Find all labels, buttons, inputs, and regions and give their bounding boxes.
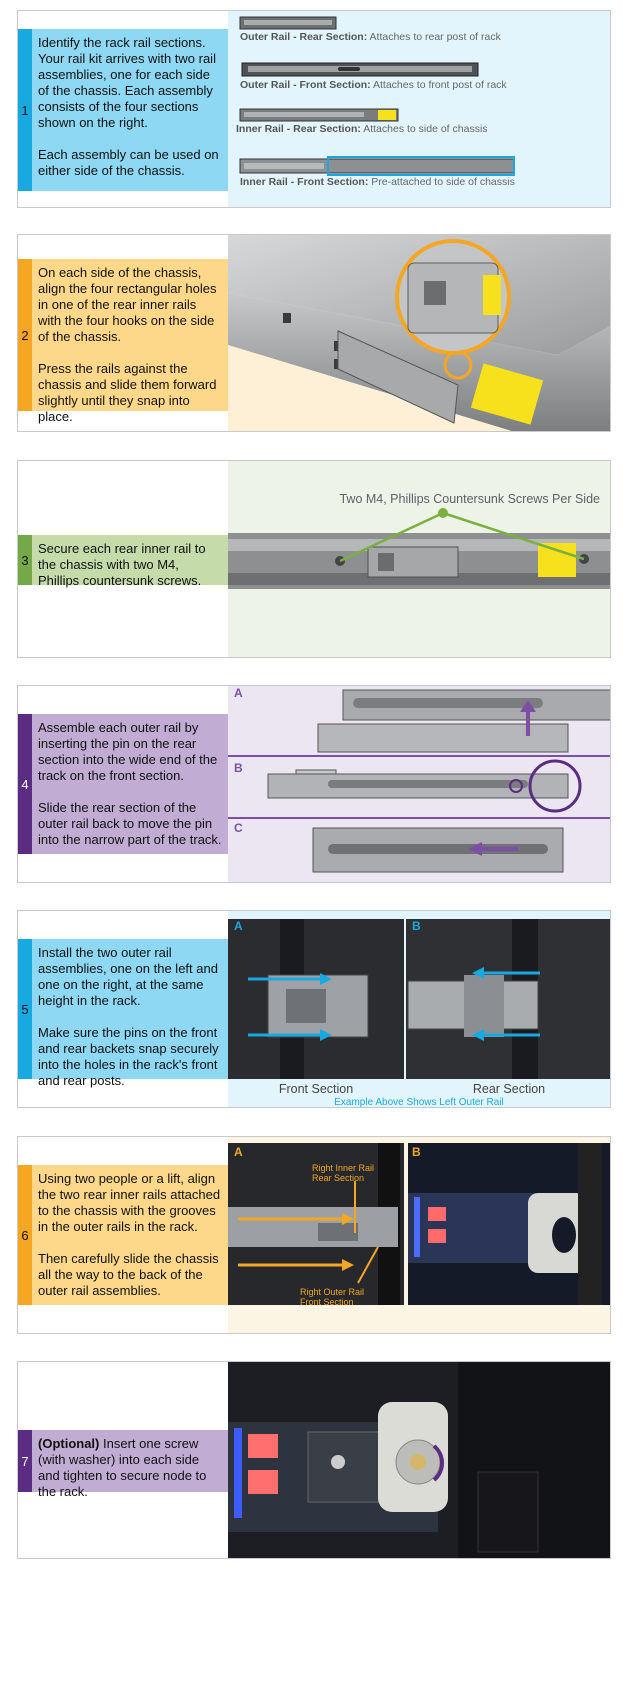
rail-parts-illustration (239, 16, 515, 176)
step-number: 1 (18, 29, 32, 191)
example-note: Example Above Shows Left Outer Rail (334, 1097, 504, 1108)
outer-rail-callout: Right Outer Rail Front Section (300, 1287, 365, 1307)
rail-screws-photo (228, 508, 610, 589)
step-text: Slide the rear section of the outer rail… (38, 800, 222, 847)
step-3: 3 Secure each rear inner rail to the cha… (17, 460, 611, 658)
step-1-figure: Outer Rail - Rear Section: Attaches to r… (228, 11, 610, 207)
step-6-figure: A B Right Inner Rail Rear Section Right … (228, 1137, 610, 1333)
front-section-label: Front Section (278, 1082, 354, 1096)
step-text: Make sure the pins on the front and rear… (38, 1025, 219, 1088)
screws-callout: Two M4, Phillips Countersunk Screws Per … (339, 492, 600, 506)
step-text: Each assembly can be used on either side… (38, 147, 219, 178)
step-4-figure: A B C (228, 686, 610, 882)
step-number: 5 (18, 939, 32, 1079)
chassis-hooks-photo (228, 235, 610, 431)
caption-outer-rail-front: Outer Rail - Front Section: Attaches to … (240, 79, 507, 91)
step-7-band: 7 (Optional) Insert one screw (with wash… (18, 1430, 228, 1499)
panel-letter-a: A (234, 1145, 243, 1159)
step-number: 7 (18, 1430, 32, 1492)
optional-label: (Optional) (38, 1436, 100, 1451)
step-text: Insert one screw (with washer) into each… (38, 1436, 207, 1499)
step-2-figure (228, 235, 610, 431)
step-3-band: 3 Secure each rear inner rail to the cha… (18, 535, 228, 588)
step-2-band: 2 On each side of the chassis, align the… (18, 259, 228, 424)
step-4-band: 4 Assemble each outer rail by inserting … (18, 714, 228, 854)
panel-letter-b: B (234, 761, 243, 775)
inner-rail-callout: Right Inner Rail Rear Section (312, 1163, 375, 1183)
step-4: 4 Assemble each outer rail by inserting … (17, 685, 611, 883)
panel-letter-b: B (412, 919, 421, 933)
step-1: 1 Identify the rack rail sections. Your … (17, 10, 611, 208)
step-2: 2 On each side of the chassis, align the… (17, 234, 611, 432)
chassis-slide-photos (228, 1143, 610, 1305)
step-6: 6 Using two people or a lift, align the … (17, 1136, 611, 1334)
rear-section-label: Rear Section (472, 1082, 546, 1096)
panel-letter-c: C (234, 821, 243, 835)
panel-letter-a: A (234, 686, 243, 700)
outer-rail-assembly-photos (228, 689, 610, 873)
step-text: Assemble each outer rail by inserting th… (38, 720, 218, 783)
step-5-figure: A B Front Section Rear Section Example A… (228, 911, 610, 1107)
step-text: Identify the rack rail sections. Your ra… (38, 35, 216, 130)
step-text: Secure each rear inner rail to the chass… (38, 541, 206, 588)
step-7: 7 (Optional) Insert one screw (with wash… (17, 1361, 611, 1559)
panel-letter-b: B (412, 1145, 421, 1159)
step-3-figure: Two M4, Phillips Countersunk Screws Per … (228, 461, 610, 657)
caption-inner-rail-front: Inner Rail - Front Section: Pre-attached… (240, 176, 515, 188)
step-5: 5 Install the two outer rail assemblies,… (17, 910, 611, 1108)
caption-outer-rail-rear: Outer Rail - Rear Section: Attaches to r… (240, 31, 501, 43)
caption-inner-rail-rear: Inner Rail - Rear Section: Attaches to s… (236, 123, 488, 135)
step-text: Install the two outer rail assemblies, o… (38, 945, 218, 1008)
step-5-band: 5 Install the two outer rail assemblies,… (18, 939, 228, 1088)
step-number: 2 (18, 259, 32, 411)
step-number: 4 (18, 714, 32, 854)
step-6-band: 6 Using two people or a lift, align the … (18, 1165, 228, 1305)
step-number: 3 (18, 535, 32, 585)
secure-screw-photo (228, 1362, 610, 1558)
step-1-band: 1 Identify the rack rail sections. Your … (18, 29, 228, 191)
panel-letter-a: A (234, 919, 243, 933)
step-7-figure (228, 1362, 610, 1558)
step-number: 6 (18, 1165, 32, 1305)
rack-install-photos (228, 919, 610, 1079)
step-text: Press the rails against the chassis and … (38, 361, 217, 424)
step-text: On each side of the chassis, align the f… (38, 265, 217, 344)
step-text: Using two people or a lift, align the tw… (38, 1171, 221, 1234)
step-text: Then carefully slide the chassis all the… (38, 1251, 219, 1298)
